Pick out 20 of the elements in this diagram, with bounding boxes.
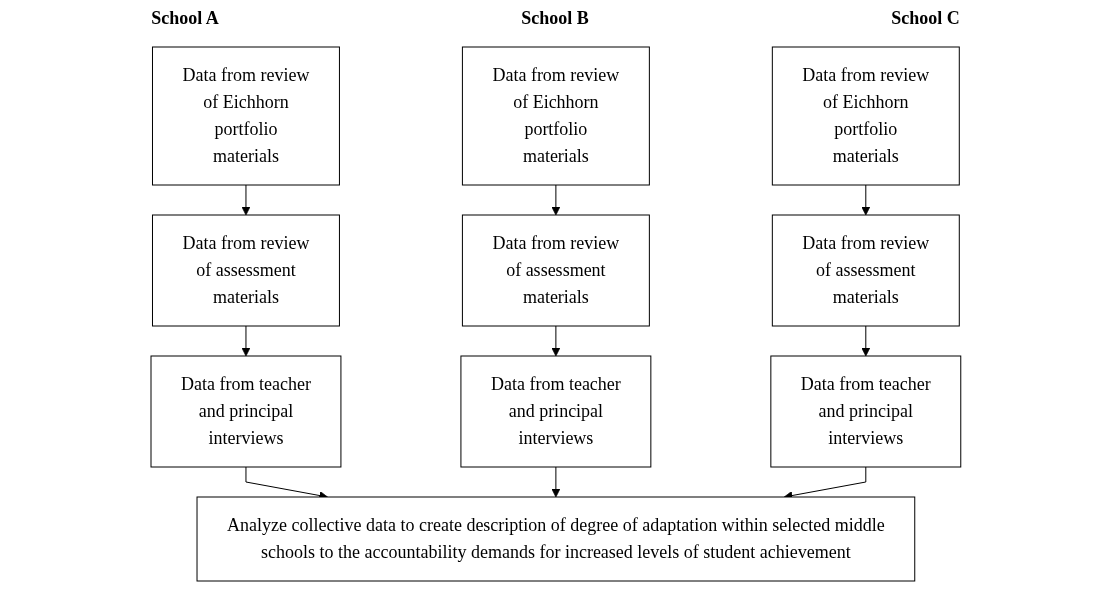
node-box: Analyze collective data to create description of degree of adaptation within selected middle schools to the accountability demands for increased levels of student achievement	[196, 496, 915, 582]
arrow	[861, 325, 870, 357]
arrow	[551, 466, 560, 498]
node-box: Data from teacher and principal interviews	[150, 355, 342, 468]
node-box: Data from teacher and principal interviews	[460, 355, 651, 468]
node-box: Data from review of assessment materials	[461, 214, 650, 327]
column-heading: School C	[891, 7, 960, 29]
arrow	[241, 325, 250, 357]
column-heading: School B	[521, 7, 589, 29]
column-heading: School A	[151, 7, 219, 29]
arrow	[861, 184, 870, 216]
node-box: Data from review of assessment materials	[771, 214, 960, 327]
node-box: Data from review of Eichhorn portfolio materials	[771, 46, 960, 186]
arrow	[551, 325, 560, 357]
arrow	[241, 184, 250, 216]
node-box: Data from review of Eichhorn portfolio materials	[151, 46, 340, 186]
node-box: Data from review of assessment materials	[151, 214, 340, 327]
arrow	[551, 184, 560, 216]
node-box: Data from teacher and principal interviews	[769, 355, 961, 468]
node-box: Data from review of Eichhorn portfolio materials	[461, 46, 650, 186]
